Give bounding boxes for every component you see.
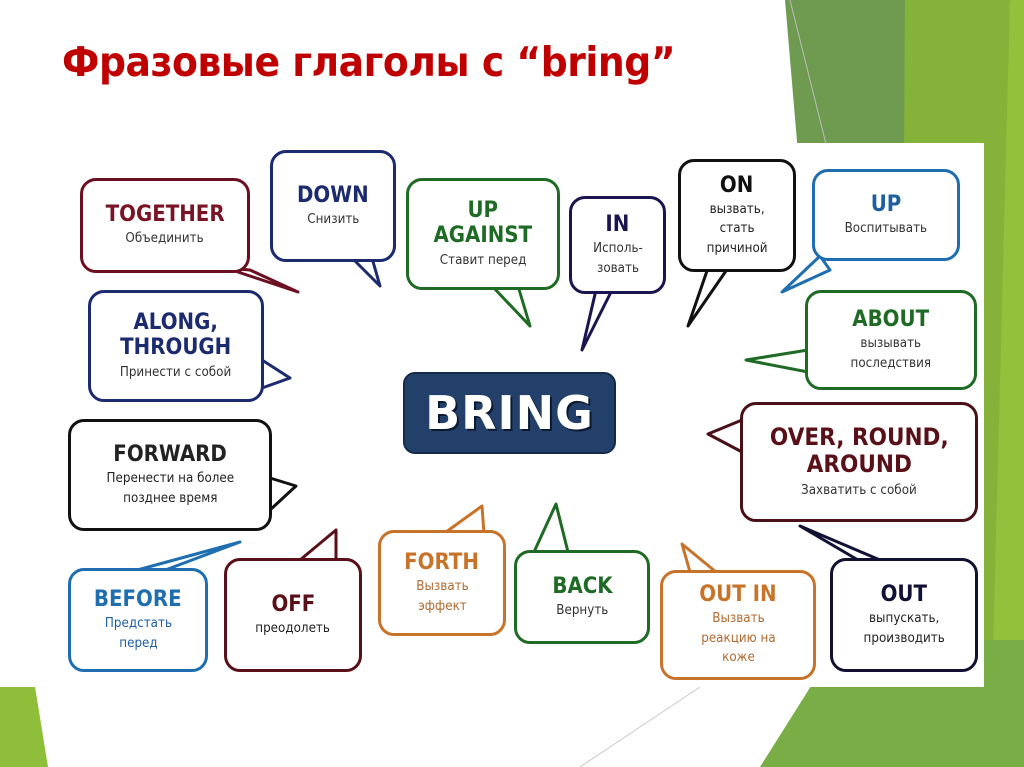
right-green-band-light bbox=[990, 0, 1024, 767]
bubble-forward: FORWARD Перенести на более позднее время bbox=[68, 419, 272, 531]
phrasal-particle: BEFORE bbox=[94, 586, 182, 612]
bubble-along-through: ALONG, THROUGH Принести с собой bbox=[88, 290, 264, 402]
phrasal-particle: UP bbox=[870, 191, 902, 217]
phrasal-particle: OUT bbox=[880, 581, 928, 607]
translation: Захватить с собой bbox=[801, 482, 917, 498]
translation: Исполь- зовать bbox=[592, 241, 643, 276]
phrasal-particle: ON bbox=[720, 172, 754, 198]
translation: Перенести на более позднее время bbox=[106, 471, 234, 506]
translation: Объединить bbox=[125, 231, 205, 247]
thin-diagonal-line-bottom bbox=[579, 686, 701, 767]
phrasal-particle: ABOUT bbox=[852, 306, 930, 332]
thin-diagonal-line-top bbox=[789, 0, 831, 161]
bubble-out-in: OUT IN Вызвать реакцию на коже bbox=[660, 570, 816, 680]
bubble-off: OFF преодолеть bbox=[224, 558, 362, 672]
center-verb-box: BRING bbox=[403, 372, 616, 454]
phrasal-particle: UP AGAINST bbox=[433, 197, 533, 249]
phrasal-particle: FORTH bbox=[404, 549, 480, 575]
phrasal-particle: ALONG, THROUGH bbox=[120, 309, 232, 361]
phrasal-particle: OUT IN bbox=[699, 582, 777, 608]
bubble-about: ABOUT вызывать последствия bbox=[805, 290, 977, 390]
phrasal-particle: FORWARD bbox=[113, 441, 227, 467]
phrasal-particle: OFF bbox=[271, 591, 315, 617]
phrasal-particle: IN bbox=[605, 211, 630, 237]
translation: Вернуть bbox=[555, 602, 609, 618]
translation: Ставит перед bbox=[439, 252, 527, 268]
translation: выпускать, производить bbox=[863, 611, 945, 646]
bubble-on: ON вызвать, стать причиной bbox=[678, 159, 796, 272]
center-verb: BRING bbox=[425, 386, 594, 440]
translation: Вызвать реакцию на коже bbox=[700, 611, 776, 666]
phrasal-particle: OVER, ROUND, AROUND bbox=[769, 422, 949, 479]
bubble-up-against: UP AGAINST Ставит перед bbox=[406, 178, 560, 290]
bubble-together: TOGETHER Объединить bbox=[80, 178, 250, 273]
bubble-forth: FORTH Вызвать эффект bbox=[378, 530, 506, 636]
bubble-back: BACK Вернуть bbox=[514, 550, 650, 644]
translation: преодолеть bbox=[255, 620, 331, 636]
translation: вызвать, стать причиной bbox=[706, 201, 768, 256]
translation: вызывать последствия bbox=[850, 336, 932, 371]
slide-title: Фразовые глаголы с “bring” bbox=[62, 38, 676, 86]
bubble-over-round-around: OVER, ROUND, AROUND Захватить с собой bbox=[740, 402, 978, 522]
translation: Снизить bbox=[306, 211, 360, 227]
bubble-down: DOWN Снизить bbox=[270, 150, 396, 262]
translation: Вызвать эффект bbox=[415, 579, 469, 614]
bubble-before: BEFORE Предстать перед bbox=[68, 568, 208, 672]
translation: Предстать перед bbox=[104, 616, 172, 651]
translation: Воспитывать bbox=[844, 220, 928, 236]
bubble-out: OUT выпускать, производить bbox=[830, 558, 978, 672]
phrasal-particle: DOWN bbox=[297, 182, 369, 208]
phrasal-particle: TOGETHER bbox=[105, 202, 225, 228]
bubble-up: UP Воспитывать bbox=[812, 169, 960, 261]
bubble-in: IN Исполь- зовать bbox=[569, 196, 666, 294]
phrasal-particle: BACK bbox=[551, 573, 613, 599]
translation: Принести с собой bbox=[120, 364, 232, 380]
